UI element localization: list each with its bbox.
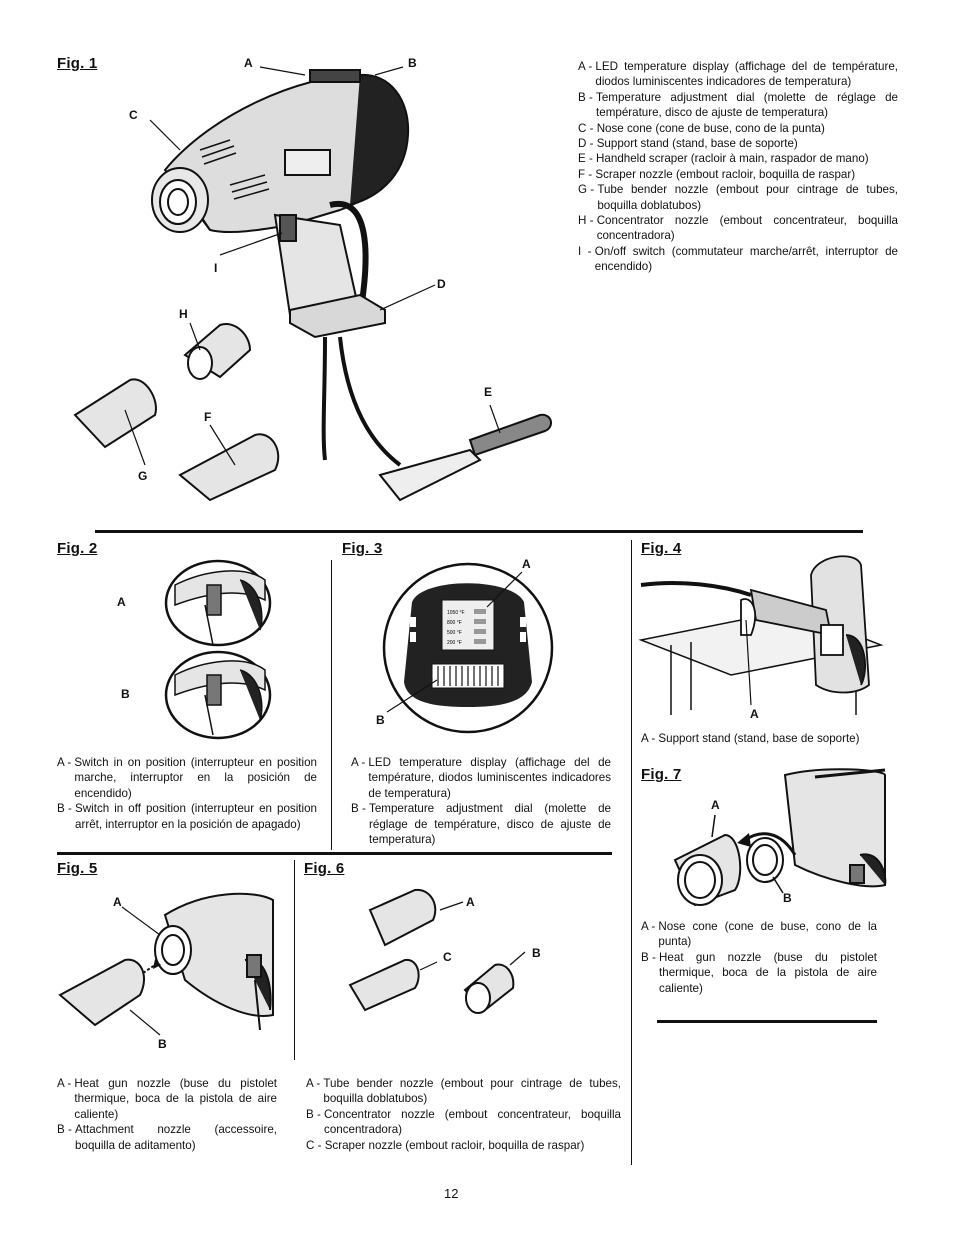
fig7-nose-cone-illustration — [673, 768, 887, 907]
legend-item: E - Handheld scraper (racloir à main, ra… — [578, 152, 869, 166]
fig6-legend: A - Tube bender nozzle (embout pour cint… — [306, 1076, 621, 1153]
legend-item: D - Support stand (stand, base de soport… — [578, 137, 798, 151]
fig6-callout-b: B — [532, 946, 541, 960]
fig1-heat-gun-illustration — [73, 66, 552, 502]
fig1-callout-b: B — [408, 56, 417, 70]
fig3-callout-b: B — [376, 713, 385, 727]
fig1-title: Fig. 1 — [57, 55, 98, 72]
divider-fig2-fig3 — [331, 560, 333, 850]
fig3-callout-a: A — [522, 557, 531, 571]
fig1-callout-e: E — [484, 385, 493, 399]
fig5-title: Fig. 5 — [57, 860, 98, 877]
legend-item: B - Temperature adjustment dial (molette… — [351, 802, 611, 847]
legend-item: A - Nose cone (cone de buse, cono de la … — [641, 920, 877, 949]
divider-fig5-fig6 — [294, 860, 296, 1060]
fig7-legend: A - Nose cone (cone de buse, cono de la … — [641, 919, 877, 996]
legend-item: I - On/off switch (commutateur marche/ar… — [578, 244, 898, 274]
fig1-callout-g: G — [138, 469, 148, 483]
fig6-title: Fig. 6 — [304, 860, 345, 877]
legend-item: A - Support stand (stand, base de soport… — [641, 732, 860, 745]
fig2-switch-illustration — [164, 559, 272, 740]
legend-item: B - Heat gun nozzle (buse du pistolet th… — [641, 950, 877, 995]
legend-item: C - Nose cone (cone de buse, cono de la … — [578, 121, 825, 135]
fig4-legend: A - Support stand (stand, base de soport… — [641, 731, 881, 746]
fig3-temp-200: 200 °F — [447, 640, 462, 646]
fig3-legend: A - LED temperature display (affichage d… — [351, 755, 611, 847]
fig5-legend: A - Heat gun nozzle (buse du pistolet th… — [57, 1076, 277, 1153]
fig3-temp-500: 500 °F — [447, 630, 462, 636]
legend-item: B - Switch in off position (interrupteur… — [57, 802, 317, 831]
fig7-callout-a: A — [711, 798, 720, 812]
legend-item: A - LED temperature display (affichage d… — [351, 756, 611, 800]
divider-fig2-fig5 — [57, 852, 612, 855]
divider-fig1 — [95, 530, 863, 533]
legend-item: G - Tube bender nozzle (embout pour cint… — [578, 183, 898, 212]
fig6-callout-a: A — [466, 895, 475, 909]
divider-fig7 — [657, 1020, 877, 1023]
fig3-title: Fig. 3 — [342, 540, 383, 557]
legend-item: B - Concentrator nozzle (embout concentr… — [306, 1107, 621, 1137]
legend-item: F - Scraper nozzle (embout racloir, boqu… — [578, 167, 856, 181]
fig2-legend: A - Switch in on position (interrupteur … — [57, 755, 317, 832]
fig1-callout-h: H — [179, 307, 188, 321]
fig6-nozzles-illustration — [348, 888, 526, 1014]
legend-item: A - Switch in on position (interrupteur … — [57, 756, 317, 800]
fig7-title: Fig. 7 — [641, 766, 682, 783]
fig1-callout-a: A — [244, 56, 253, 70]
legend-item: A - LED temperature display (affichage d… — [578, 60, 898, 89]
page-number: 12 — [444, 1186, 459, 1201]
fig3-display-illustration: 1050 °F 800 °F 500 °F 200 °F — [382, 562, 554, 734]
fig5-callout-a: A — [113, 895, 122, 909]
fig6-callout-c: C — [443, 950, 452, 964]
legend-item: A - Heat gun nozzle (buse du pistolet th… — [57, 1077, 277, 1121]
fig1-callout-f: F — [204, 410, 212, 424]
legend-item: B - Temperature adjustment dial (molette… — [578, 90, 898, 120]
fig3-temp-800: 800 °F — [447, 620, 462, 626]
fig5-callout-b: B — [158, 1037, 167, 1051]
fig4-title: Fig. 4 — [641, 540, 682, 557]
fig1-callout-c: C — [129, 108, 138, 122]
fig2-callout-a: A — [117, 595, 126, 609]
divider-fig3-fig4 — [631, 540, 633, 1165]
fig1-legend: A - LED temperature display (affichage d… — [578, 59, 898, 275]
fig2-callout-b: B — [121, 687, 130, 701]
fig1-callout-d: D — [437, 277, 446, 291]
fig5-nozzle-attach-illustration — [58, 892, 274, 1036]
fig4-callout-a: A — [750, 707, 759, 721]
fig3-temp-1050: 1050 °F — [447, 610, 465, 616]
legend-item: H - Concentrator nozzle (embout concentr… — [578, 214, 898, 243]
fig1-callout-i: I — [214, 261, 218, 275]
legend-item: B - Attachment nozzle (accessoire, boqui… — [57, 1123, 277, 1152]
fig4-support-stand-illustration — [638, 555, 884, 715]
legend-item: A - Tube bender nozzle (embout pour cint… — [306, 1077, 621, 1106]
legend-item: C - Scraper nozzle (embout racloir, boqu… — [306, 1138, 585, 1152]
fig2-title: Fig. 2 — [57, 540, 98, 557]
fig7-callout-b: B — [783, 891, 792, 905]
